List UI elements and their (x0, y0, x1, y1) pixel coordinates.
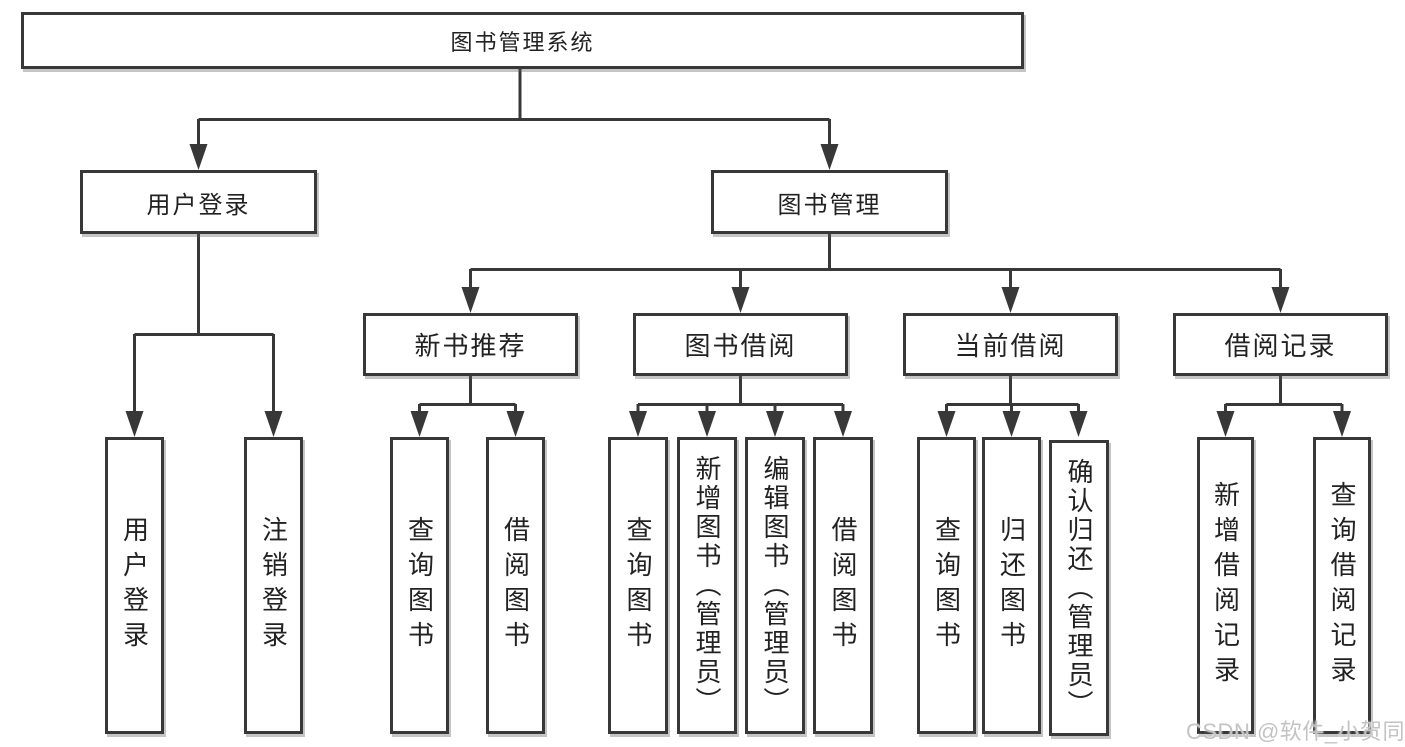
node-borrow-records-label: 借阅记录 (1224, 331, 1337, 361)
node-book-management: 图书管理 (711, 170, 948, 234)
leaf-confirm-return-admin-label: 确认归还（管理员） (1064, 457, 1094, 719)
node-new-book-recommend-label: 新书推荐 (414, 331, 527, 361)
node-user-login-label: 用户登录 (146, 191, 251, 219)
leaf-user-login-label: 用户登录 (119, 515, 150, 656)
leaf-query-borrow-record: 查询借阅记录 (1313, 437, 1371, 734)
node-current-borrow: 当前借阅 (903, 313, 1118, 376)
leaf-borrow-books-2: 借阅图书 (813, 437, 873, 734)
node-library-system-label: 图书管理系统 (450, 29, 595, 55)
node-user-login: 用户登录 (80, 170, 317, 234)
leaf-borrow-books-2-label: 借阅图书 (828, 515, 858, 656)
leaf-borrow-books-1: 借阅图书 (486, 437, 545, 734)
leaf-edit-book-admin: 编辑图书（管理员） (745, 437, 805, 734)
leaf-confirm-return-admin: 确认归还（管理员） (1049, 440, 1109, 736)
leaf-logout: 注销登录 (244, 437, 303, 734)
leaf-query-books-1: 查询图书 (390, 437, 449, 734)
leaf-query-books-1-label: 查询图书 (404, 515, 435, 656)
csdn-watermark: CSDN @软件_小贺同学 (1186, 719, 1405, 744)
leaf-add-borrow-record-label: 新增借阅记录 (1210, 480, 1241, 691)
leaf-query-books-3-label: 查询图书 (931, 515, 962, 656)
node-library-system: 图书管理系统 (21, 12, 1024, 69)
leaf-add-borrow-record: 新增借阅记录 (1197, 437, 1254, 734)
leaf-query-borrow-record-label: 查询借阅记录 (1327, 480, 1357, 691)
node-borrow-records: 借阅记录 (1173, 313, 1388, 376)
leaf-user-login: 用户登录 (105, 437, 164, 734)
node-book-borrow: 图书借阅 (633, 313, 848, 376)
leaf-query-books-3: 查询图书 (917, 437, 976, 734)
node-new-book-recommend: 新书推荐 (363, 313, 578, 376)
leaf-borrow-books-1-label: 借阅图书 (500, 515, 531, 656)
leaf-add-book-admin-label: 新增图书（管理员） (692, 455, 722, 716)
connector-arrowheads (125, 144, 1351, 437)
leaf-add-book-admin: 新增图书（管理员） (677, 437, 737, 734)
connector-lines (133, 69, 1344, 416)
leaf-query-books-2-label: 查询图书 (623, 515, 653, 656)
leaf-query-books-2: 查询图书 (608, 437, 668, 734)
leaf-return-books: 归还图书 (982, 437, 1041, 734)
node-book-borrow-label: 图书借阅 (684, 331, 797, 361)
leaf-logout-label: 注销登录 (258, 515, 289, 656)
leaf-edit-book-admin-label: 编辑图书（管理员） (760, 455, 790, 716)
node-current-borrow-label: 当前借阅 (954, 331, 1067, 361)
leaf-return-books-label: 归还图书 (996, 515, 1027, 656)
node-book-management-label: 图书管理 (777, 191, 882, 219)
